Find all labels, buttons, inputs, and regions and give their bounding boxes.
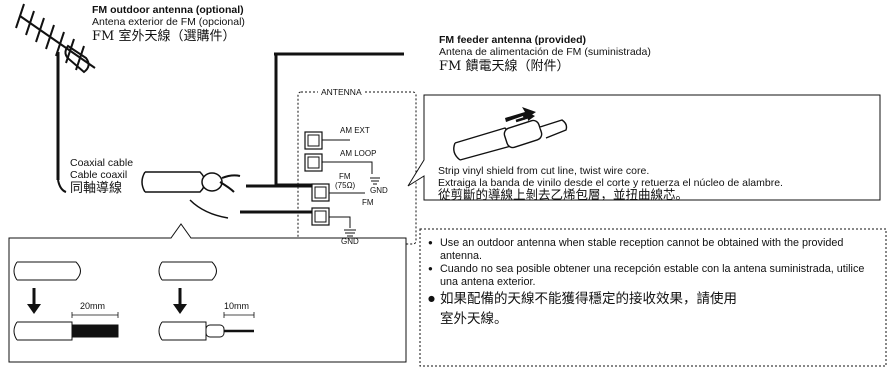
fm-outdoor-label-es: Antena exterior de FM (opcional): [92, 16, 245, 28]
fm-feeder-label-zh: FM 饋電天線（附件）: [439, 59, 570, 74]
note-zh-line1: 如果配備的天線不能獲得穩定的接收效果，請使用: [440, 291, 737, 307]
strip-callout-box: [407, 94, 881, 201]
fm-feeder-label-en: FM feeder antenna (provided): [439, 34, 587, 46]
coaxial-label-zh: 同軸導線: [70, 181, 123, 196]
notes-list: Use an outdoor antenna when stable recep…: [428, 237, 884, 330]
coaxial-cable-icon: [141, 171, 241, 219]
strip-text-zh: 從剪斷的導線上剝去乙烯包層，並扭曲線芯。: [438, 187, 689, 202]
fm-outdoor-label-en: FM outdoor antenna (optional): [92, 4, 244, 16]
note-es: Cuando no sea posible obtener una recepc…: [428, 263, 884, 288]
twisted-cable-icon: [453, 112, 568, 161]
fm-75-label: FM: [339, 172, 351, 181]
notes-box: [419, 228, 887, 367]
fm-label: FM: [362, 198, 374, 207]
note-zh: 如果配備的天線不能獲得穩定的接收效果，請使用 室外天線。: [428, 289, 884, 329]
fm-outdoor-label-zh: FM 室外天線（選購件）: [92, 29, 236, 44]
fm-outdoor-antenna-icon: [15, 3, 96, 193]
coaxial-label-es: Cable coaxil: [70, 169, 128, 181]
stripping-steps-box: [8, 223, 407, 363]
am-loop-label: AM LOOP: [340, 149, 377, 158]
antenna-panel: [297, 91, 417, 245]
note-zh-line2: 室外天線。: [440, 311, 508, 327]
am-ext-label: AM EXT: [340, 126, 370, 135]
connection-lines: [240, 184, 318, 214]
note-en: Use an outdoor antenna when stable recep…: [428, 237, 884, 262]
dimension-20mm: 20mm: [80, 301, 106, 311]
fm-feeder-label-es: Antena de alimentación de FM (suministra…: [439, 46, 651, 58]
strip-text-es: Extraiga la banda de vinilo desde el cor…: [438, 177, 783, 189]
strip-text-en: Strip vinyl shield from cut line, twist …: [438, 165, 650, 177]
panel-title: ANTENNA: [318, 88, 365, 97]
strip-arrow-icon: [505, 107, 536, 122]
fm-feeder-wire: [274, 52, 404, 187]
gnd-top-label: GND: [370, 186, 388, 195]
coaxial-label-en: Coaxial cable: [70, 157, 134, 169]
dimension-10mm: 10mm: [224, 301, 250, 311]
ohm-label: (75Ω): [335, 181, 356, 190]
gnd-bottom-label: GND: [341, 237, 359, 246]
